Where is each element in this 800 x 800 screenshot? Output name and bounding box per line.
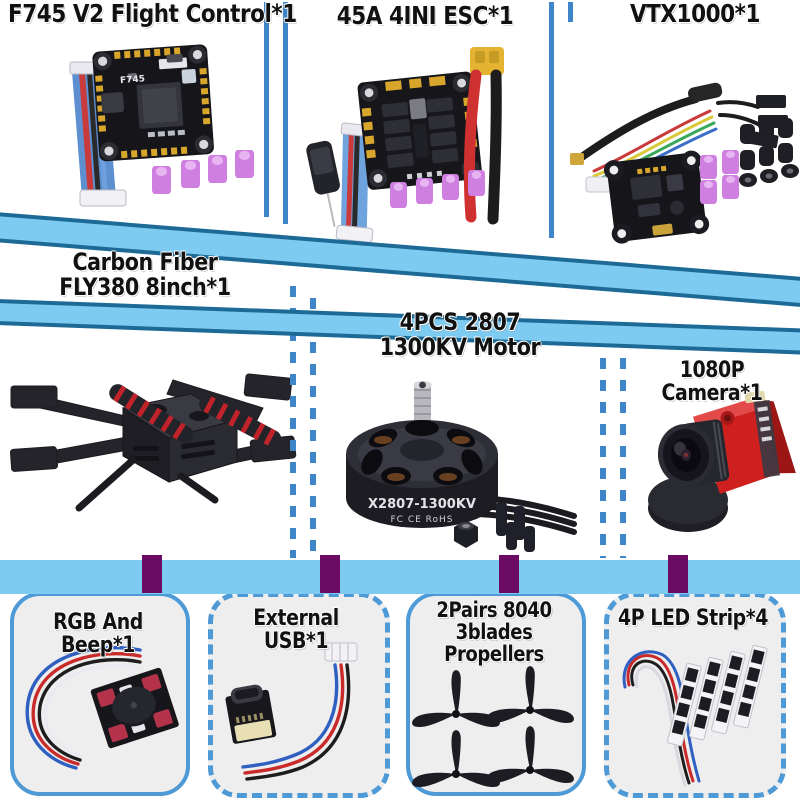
connector-tab (499, 555, 519, 593)
grommet (700, 180, 717, 204)
grommet (700, 155, 717, 179)
motor-artwork: X2807-1300KV FC CE RoHS (330, 380, 580, 552)
divider-mid-left-a (290, 286, 296, 558)
motor-spec-label: X2807-1300KV (368, 497, 476, 512)
fc-board-label: F745 (120, 74, 146, 86)
propellers-artwork (412, 658, 574, 788)
frame-artwork (5, 350, 297, 535)
panel-title-vtx: VTX1000*1 (629, 0, 761, 28)
part-card-rgb-beep (10, 592, 190, 796)
panel-title-motor: 4PCS 2807 1300KV Motor (379, 308, 541, 361)
vtx-damper-cluster (739, 118, 800, 198)
panel-title-propellers: 2Pairs 8040 3blades Propellers (436, 598, 552, 666)
grommet (442, 174, 459, 200)
connector-tab (320, 555, 340, 593)
divider-band-bottom (0, 560, 800, 594)
grommet (416, 178, 433, 204)
divider-top-left-b (283, 2, 288, 224)
divider-mid-left-b (310, 298, 316, 558)
panel-title-usb: External USB*1 (253, 606, 339, 654)
grommet (468, 170, 485, 196)
led-strip-artwork (615, 641, 775, 787)
grommet (390, 182, 407, 208)
divider-mid-right-a (600, 336, 606, 558)
panel-title-led-strip: 4P LED Strip*4 (618, 606, 768, 631)
usb-artwork (219, 641, 377, 785)
divider-top-right-b (568, 2, 573, 22)
panel-title-rgb-beep: RGB And Beep*1 (53, 610, 143, 658)
connector-tab (668, 555, 688, 593)
grommet (208, 155, 227, 183)
part-card-usb (208, 592, 390, 798)
camera-artwork (640, 388, 800, 538)
rgb-beep-artwork (22, 642, 179, 782)
grommet (152, 166, 171, 194)
flight-controller-artwork: F745 (30, 30, 260, 207)
divider-top-left-a (264, 2, 269, 217)
esc-artwork (295, 35, 545, 243)
motor-cert-label: FC CE RoHS (391, 515, 454, 525)
panel-title-flight-controller: F745 V2 Flight Control*1 (8, 0, 297, 28)
panel-title-camera: 1080P Camera*1 (661, 358, 763, 406)
grommet (181, 160, 200, 188)
grommet (722, 175, 739, 199)
grommet (722, 150, 739, 174)
panel-title-frame: Carbon Fiber FLY380 8inch*1 (59, 248, 231, 301)
grommet (235, 150, 254, 178)
connector-tab (142, 555, 162, 593)
vtx-artwork (570, 45, 800, 244)
part-card-propellers (406, 592, 586, 796)
divider-top-right-a (549, 2, 554, 238)
divider-mid-right-b (620, 336, 626, 558)
part-card-led-strip (604, 592, 786, 798)
panel-title-esc: 45A 4INI ESC*1 (336, 1, 514, 30)
